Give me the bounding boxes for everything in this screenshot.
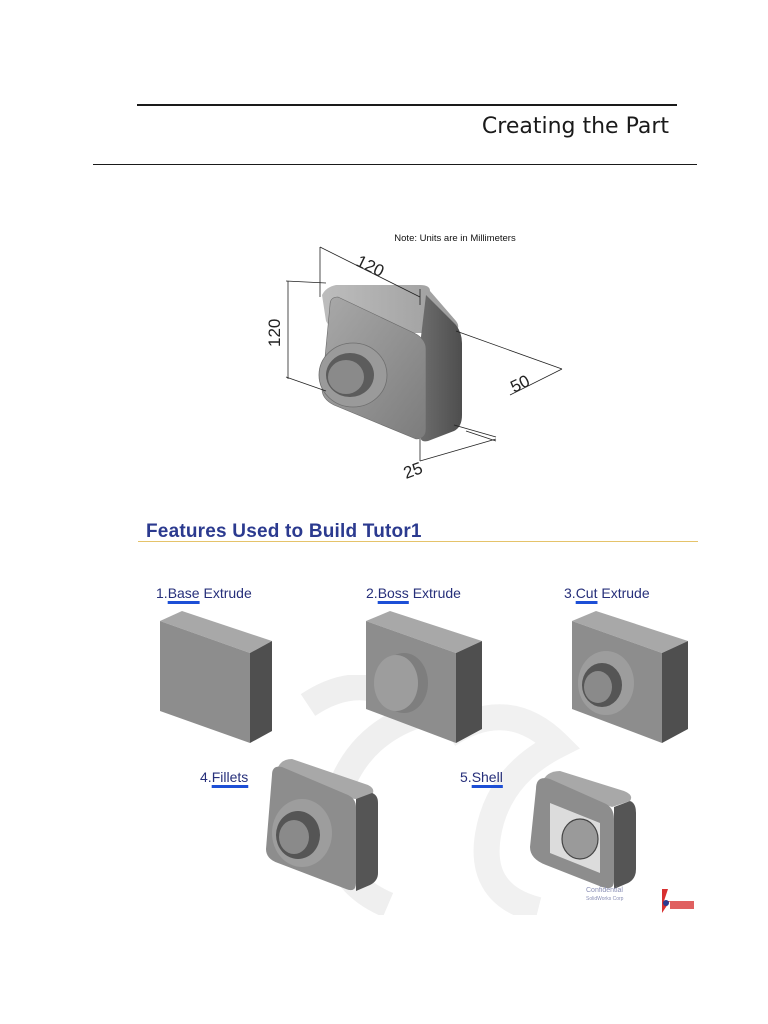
step-keyword: Cut	[575, 585, 598, 601]
slide-title-rule	[138, 541, 698, 542]
step-boss-extrude-label: 2.Boss Extrude	[366, 585, 461, 601]
part-body	[318, 285, 462, 442]
step-number: 5.	[460, 769, 472, 785]
shell-thumbnail	[530, 771, 636, 889]
confidential-footer: Confidential SolidWorks Corp	[586, 887, 623, 903]
confidential-subtext: SolidWorks Corp	[586, 896, 624, 902]
step-number: 4.	[200, 769, 212, 785]
base-extrude-thumbnail	[160, 611, 272, 743]
step-rest: Extrude	[199, 585, 252, 601]
step-number: 2.	[366, 585, 378, 601]
step-keyword: Shell	[471, 769, 503, 785]
step-rest: Extrude	[408, 585, 461, 601]
boss-extrude-thumbnail	[366, 611, 482, 743]
units-note: Note: Units are in Millimeters	[394, 233, 516, 244]
step-keyword: Boss	[377, 585, 409, 601]
features-slide: Features Used to Build Tutor1 1.Base Ext…	[138, 515, 698, 920]
dim-width-label: 120	[353, 252, 387, 282]
cut-extrude-thumbnail	[572, 611, 688, 743]
step-keyword: Base	[167, 585, 200, 601]
header-rule-top	[137, 104, 677, 106]
step-shell-label: 5.Shell	[460, 769, 503, 785]
fillets-thumbnail	[266, 759, 378, 891]
slide-title: Features Used to Build Tutor1	[146, 521, 422, 542]
step-fillets-label: 4.Fillets	[200, 769, 248, 785]
dim-depth-label: 50	[507, 371, 532, 396]
confidential-text: Confidential	[586, 887, 623, 894]
dim-boss-depth-label: 25	[401, 458, 425, 482]
page-title: Creating the Part	[481, 114, 669, 139]
step-rest: Extrude	[597, 585, 650, 601]
dimension-lines	[285, 246, 563, 462]
dim-height-label: 120	[265, 319, 284, 347]
step-number: 3.	[564, 585, 576, 601]
step-number: 1.	[156, 585, 168, 601]
header-rule-bottom	[93, 164, 697, 165]
dimensioned-part-drawing: 120 120 50 25	[265, 246, 563, 483]
step-base-extrude-label: 1.Base Extrude	[156, 585, 252, 601]
solidworks-logo-icon	[662, 889, 694, 913]
step-cut-extrude-label: 3.Cut Extrude	[564, 585, 650, 601]
step-keyword: Fillets	[211, 769, 249, 785]
